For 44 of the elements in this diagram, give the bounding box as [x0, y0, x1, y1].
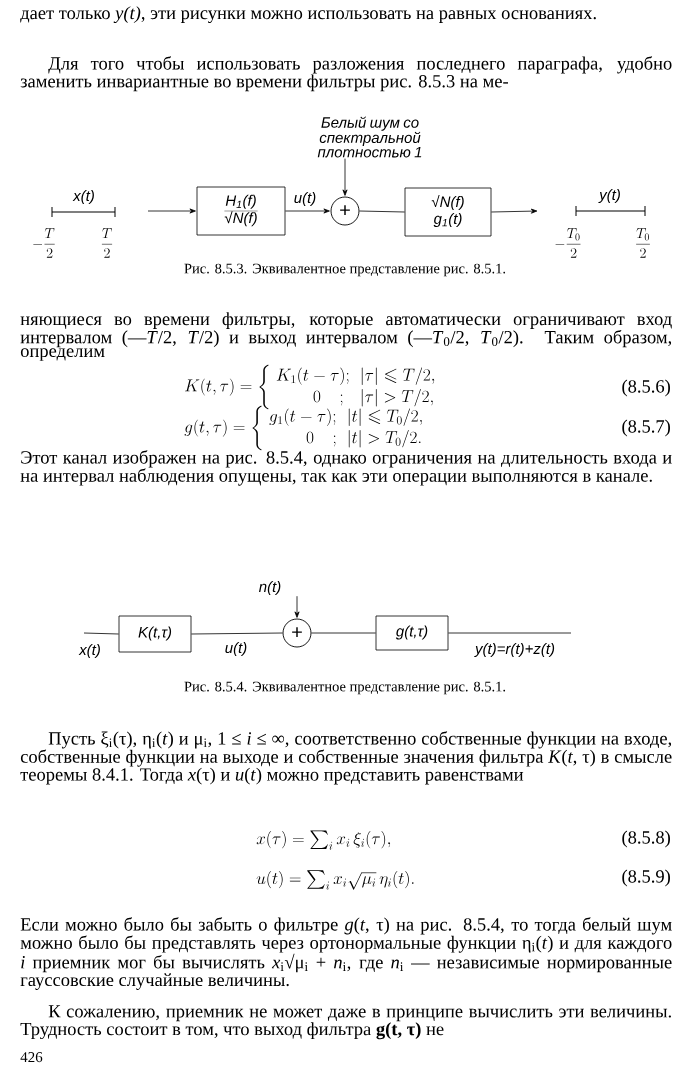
- figure-caption: Рис. 8.5.3. Эквивалентное представление рис. 8.5.1.: [184, 263, 506, 277]
- figure-caption: Рис. 8.5.4. Эквивалентное представление рис. 8.5.1.: [184, 681, 506, 695]
- equation-number: (8.5.8): [622, 830, 670, 848]
- paragraph: Этот канал изображен на рис. 8.5.4, однако ограничения на длительность входа и на интервал наблюдения опущены, так как эти операции выполняются в канале.: [20, 450, 672, 486]
- equation: $x(\tau)=\sum_i x_i\,\xi_i(\tau),$: [256, 830, 391, 850]
- equation-number: (8.5.7): [622, 419, 670, 437]
- paragraph: Если можно было бы забыть о фильтре g(t, τ) на рис. 8.5.4, то тогда белый шум можно было бы представлять через ортонормальные функции η$_{i}$(t) и для каждого i приемник мог бы вычислять x$_{i}$√μ$_{i}$ + n$_{i}$, где n$_{i}$ — независимые нормированные гауссовские случайные величины.: [20, 917, 672, 990]
- annotation-text: Белый шум со спектральной плотностью 1: [317, 116, 422, 158]
- connector-line: [83, 632, 119, 635]
- filter-box: √N(f) g$_{1}$(t): [404, 187, 492, 237]
- connector-line: [191, 632, 283, 635]
- paragraph: К сожалению, приемник не может даже в принципе вычислить эти величины. Трудность состоит в том, что выход фильтра g(t, τ) не: [20, 1005, 671, 1040]
- arrow: [285, 208, 330, 214]
- paragraph: дает только y(t), эти рисунки можно использовать на равных основаниях.: [20, 6, 596, 24]
- connector-line: [359, 210, 405, 213]
- equation: $u(t)=\sum_i x_i\sqrt{\mu_i}\,\eta_i(t).$: [256, 870, 414, 890]
- interval-limit: $-\frac{T_0}{2}$: [555, 228, 581, 258]
- filter-box: K(t,τ): [118, 615, 192, 653]
- summing-junction: +: [282, 618, 312, 648]
- paragraph: Для того чтобы использовать разложения последнего параграфа, удобно заменить инвариантные во времени фильтры рис. 8.5.3 на ме-: [20, 56, 672, 92]
- interval-limit: $-\frac{T}{2}$: [33, 228, 55, 258]
- edge-label: u(t): [223, 641, 249, 657]
- arrow: [342, 158, 348, 196]
- signal-label: x(t): [72, 190, 94, 204]
- edge-label: x(t): [78, 643, 102, 659]
- equation-number: (8.5.6): [622, 379, 670, 397]
- paragraph: няющиеся во времени фильтры, которые автоматически ограничивают вход интервалом (—T/2, T/2) и выход интервалом (—T$_{0}$/2, T$_{0}$/2). Таким образом, определим: [20, 312, 672, 361]
- filter-box: H$_{1}$(f) √N(f): [196, 186, 286, 236]
- page-number: 426: [20, 1052, 43, 1063]
- arrow: [147, 208, 196, 214]
- arrow: [491, 208, 538, 214]
- interval-limit: $\frac{T_0}{2}$: [636, 228, 650, 258]
- annotation-text: n(t): [259, 581, 281, 595]
- paragraph: Пусть ξ$_{i}$(τ), η$_{i}$(t) и μ$_{i}$, 1 ≤ i ≤ ∞, соответственно собственные функции на входе, собственные функции на выходе и собственные значения фильтра K(t, τ) в смысле теоремы 8.4.1. Тогда x(τ) и u(t) можно представить равенствами: [20, 731, 672, 785]
- signal-label: y(t): [598, 189, 620, 203]
- interval-limit: $\frac{T}{2}$: [101, 228, 113, 258]
- filter-box: g(t,τ): [375, 615, 449, 651]
- edge-label: y(t)=r(t)+z(t): [474, 642, 556, 658]
- summing-junction: +: [330, 196, 360, 226]
- edge-label: u(t): [292, 191, 318, 207]
- connector-line: [448, 632, 572, 634]
- connector-line: [311, 632, 376, 634]
- equation-number: (8.5.9): [622, 869, 670, 887]
- arrow: [294, 595, 300, 618]
